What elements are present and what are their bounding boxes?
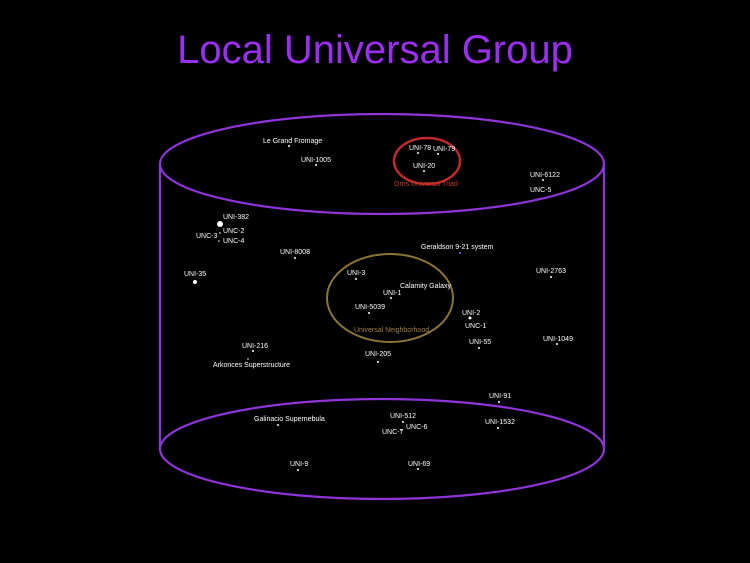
label-calamity-galaxy: Calamity Galaxy (400, 283, 451, 290)
label-unc-5: UNC-5 (530, 187, 551, 194)
dot-uni-1532 (497, 427, 499, 429)
label-uni-1005: UNI-1005 (301, 157, 331, 164)
dot-galinacio (277, 424, 279, 426)
cylinder-outline (158, 112, 606, 501)
label-uni-1532: UNI-1532 (485, 419, 515, 426)
label-uni-216: UNI-216 (242, 343, 268, 350)
dot-arkonces (247, 358, 249, 360)
dot-uni-8008 (294, 257, 296, 259)
dot-uni-382 (217, 221, 223, 227)
label-arkonces: Arkonces Superstructure (213, 362, 290, 369)
label-uni-55: UNI-55 (469, 339, 491, 346)
dot-uni-1 (390, 297, 392, 299)
label-uni-1: UNI-1 (383, 290, 401, 297)
dot-uni-1005 (315, 164, 317, 166)
label-unc-2: UNC-2 (223, 228, 244, 235)
label-unc-1: UNC-1 (465, 323, 486, 330)
dot-uni-512 (402, 421, 404, 423)
diagram-title: Local Universal Group (177, 28, 573, 72)
label-uni-91: UNI-91 (489, 393, 511, 400)
dot-unc-4 (218, 240, 220, 242)
dot-unc-7 (400, 429, 402, 431)
triad-ring (392, 136, 462, 186)
dot-le-grand-fromage (288, 145, 290, 147)
dot-geraldson (459, 252, 461, 254)
label-uni-2763: UNI-2763 (536, 268, 566, 275)
cylinder-bottom-ellipse (158, 397, 606, 501)
dot-uni-55 (478, 347, 480, 349)
cylinder-top-ellipse (158, 112, 606, 216)
object-dots (193, 145, 558, 471)
object-labels: Le Grand Fromage UNI-1005 UNI-78 UNI-79 … (184, 138, 573, 468)
label-uni-6122: UNI-6122 (530, 172, 560, 179)
label-uni-69: UNI-69 (408, 461, 430, 468)
dot-uni-2 (468, 316, 472, 320)
dot-uni-9 (297, 469, 299, 471)
dot-uni-35 (193, 280, 197, 284)
label-uni-35: UNI-35 (184, 271, 206, 278)
label-unc-6: UNC-6 (406, 424, 427, 431)
label-uni-8008: UNI-8008 (280, 249, 310, 256)
label-geraldson: Geraldson 9-21 system (421, 244, 494, 251)
neighborhood-label: Universal Neighborhood (354, 327, 429, 334)
dot-unc-2 (219, 232, 221, 234)
dot-uni-91 (498, 401, 500, 403)
dot-uni-79 (437, 153, 439, 155)
triad-label: Orris Universal Triad (394, 181, 458, 188)
dot-uni-205 (377, 361, 379, 363)
label-uni-512: UNI-512 (390, 413, 416, 420)
dot-uni-6122 (542, 179, 544, 181)
label-uni-5039: UNI-5039 (355, 304, 385, 311)
label-uni-1049: UNI-1049 (543, 336, 573, 343)
dot-uni-3 (355, 278, 357, 280)
label-unc-4: UNC-4 (223, 238, 244, 245)
label-uni-20: UNI-20 (413, 163, 435, 170)
label-uni-78: UNI-78 (409, 145, 431, 152)
label-uni-3: UNI-3 (347, 270, 365, 277)
neighborhood-ring (326, 253, 454, 343)
label-uni-2: UNI-2 (462, 310, 480, 317)
label-unc-7: UNC-7 (382, 429, 403, 436)
dot-uni-1049 (556, 343, 558, 345)
label-uni-382: UNI-382 (223, 214, 249, 221)
label-unc-3: UNC-3 (196, 233, 217, 240)
dot-uni-78 (417, 152, 419, 154)
label-uni-205: UNI-205 (365, 351, 391, 358)
dot-uni-216 (252, 350, 254, 352)
label-uni-9: UNI-9 (290, 461, 308, 468)
dot-uni-20 (423, 170, 425, 172)
dot-uni-69 (417, 468, 419, 470)
dot-uni-5039 (368, 312, 370, 314)
label-le-grand-fromage: Le Grand Fromage (263, 138, 322, 145)
label-galinacio: Galinacio Supernebula (254, 416, 325, 423)
dot-uni-2763 (550, 276, 552, 278)
label-uni-79: UNI-79 (433, 146, 455, 153)
